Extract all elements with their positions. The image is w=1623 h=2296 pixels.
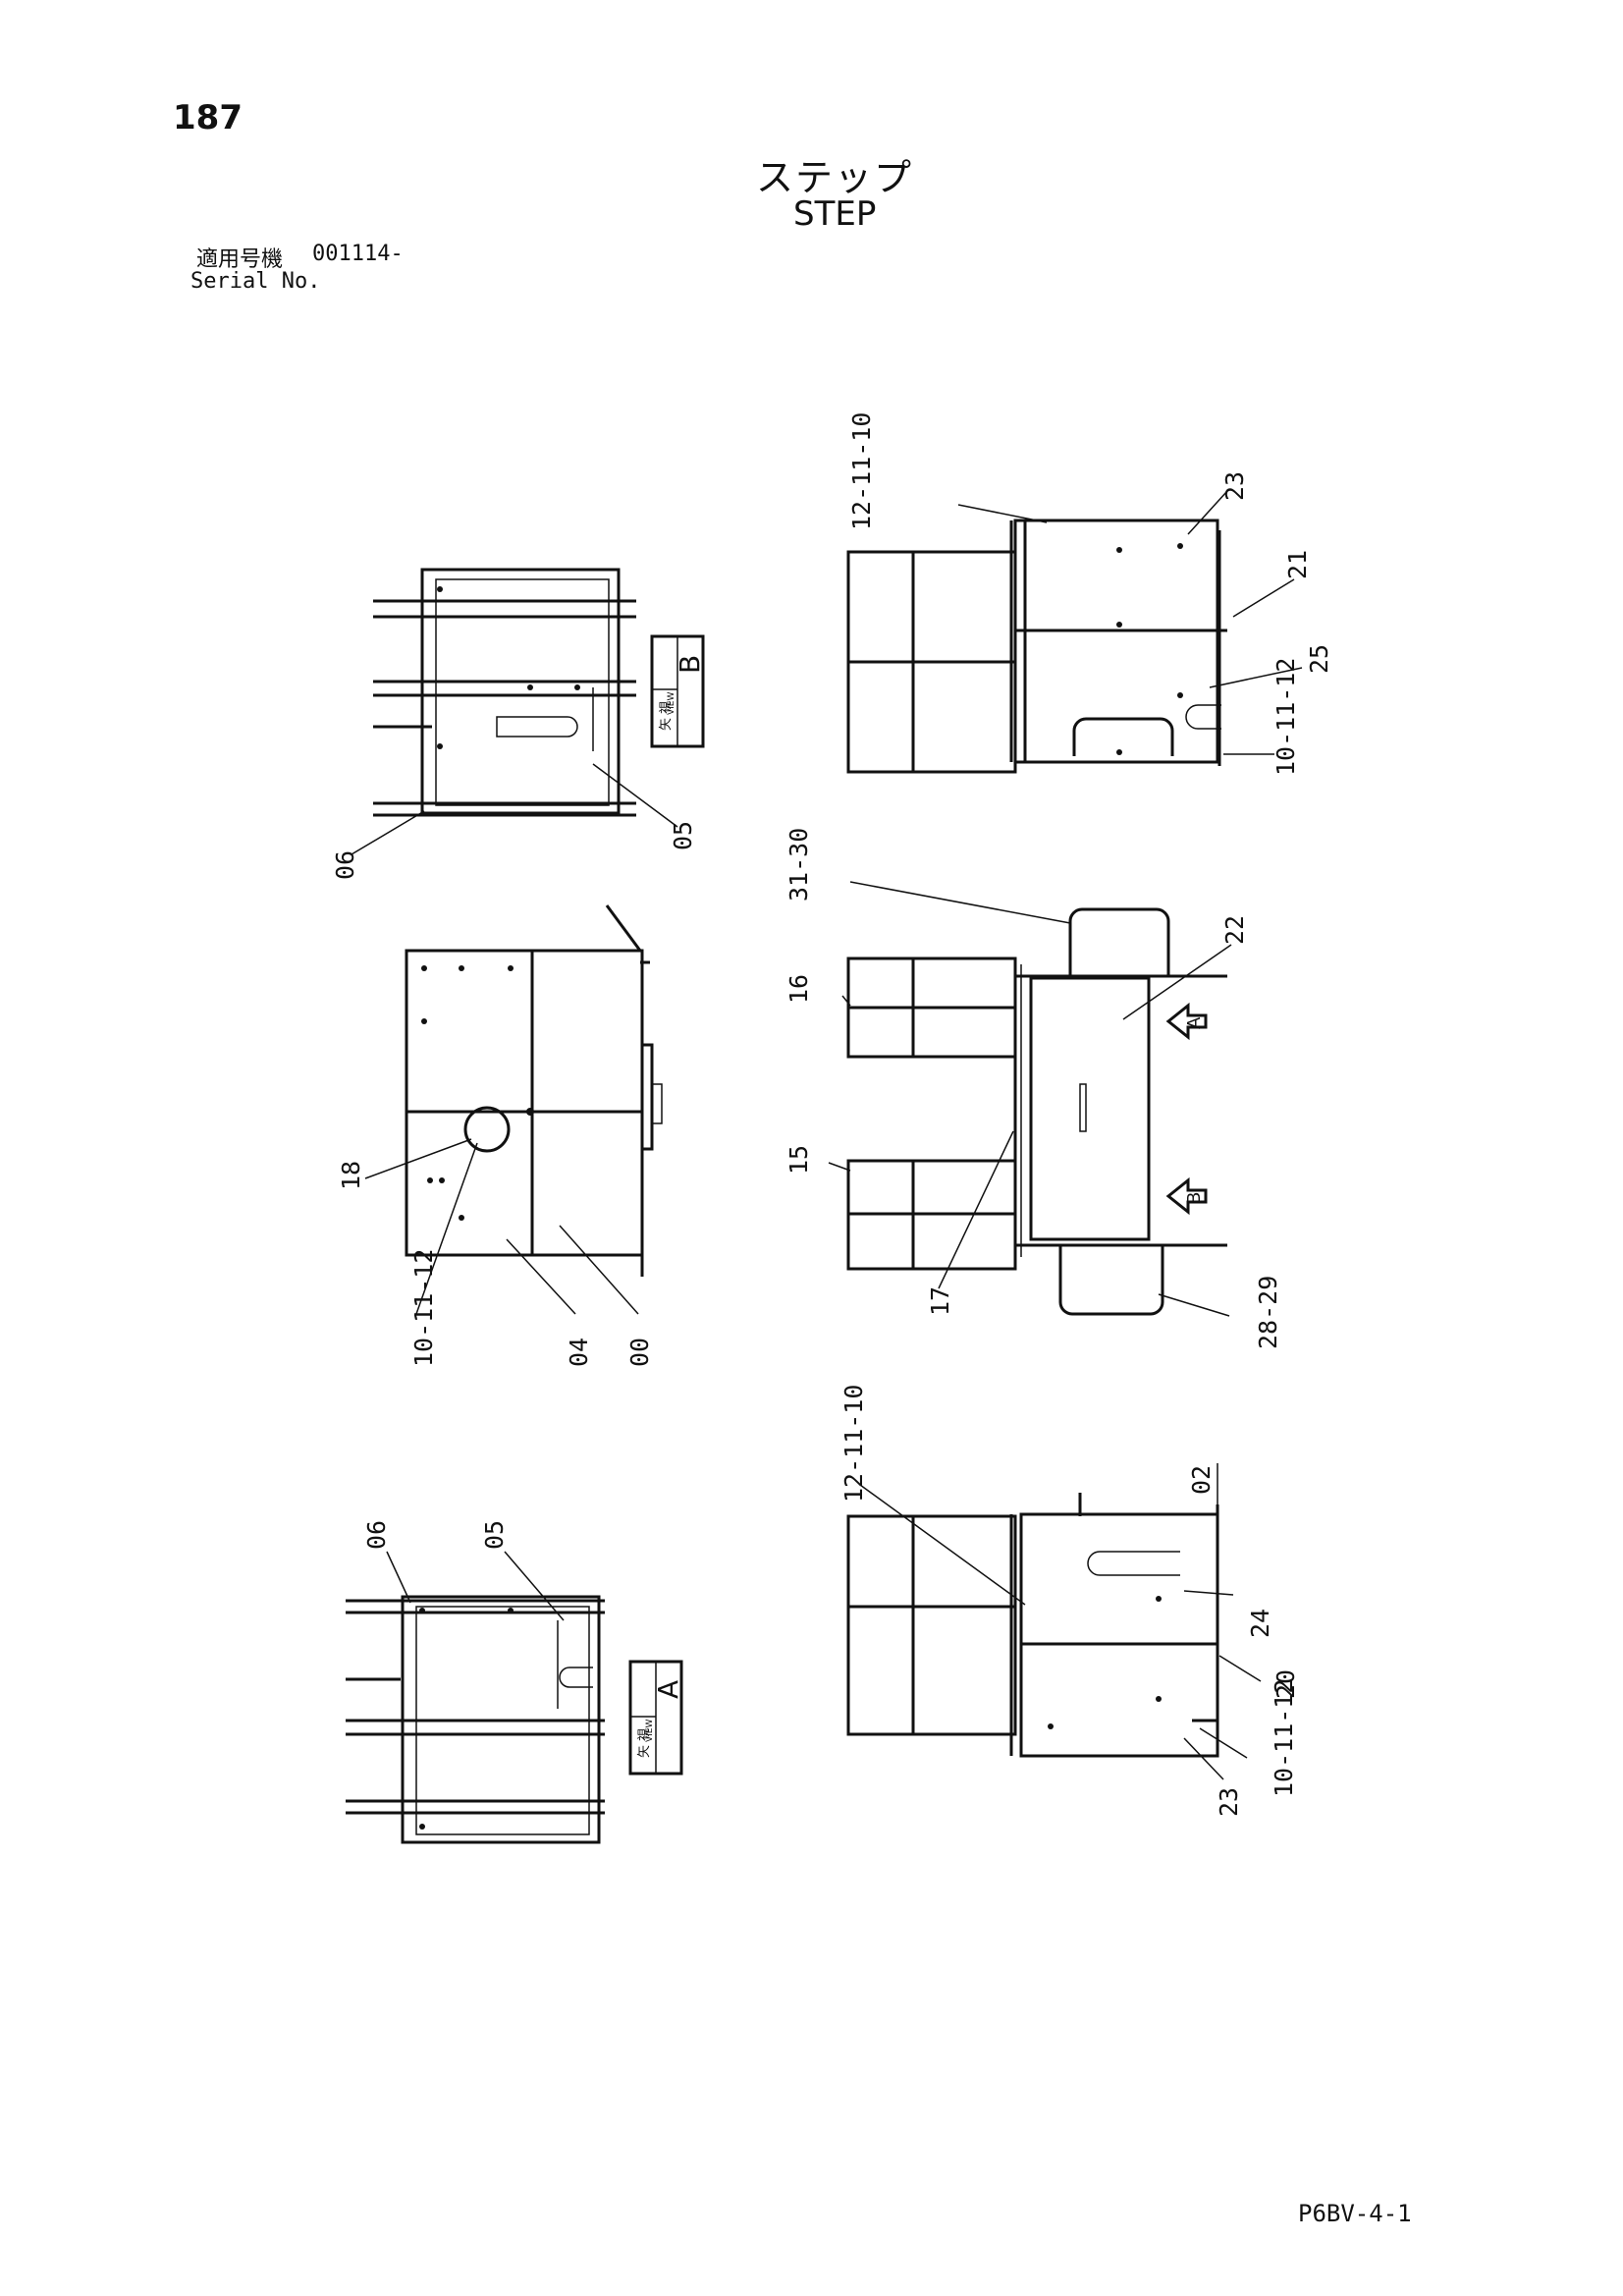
side-view-top [846, 519, 1227, 774]
view-b-small: VIEW [667, 692, 676, 715]
serial-label-english: Serial No. [190, 269, 321, 294]
serial-label-japanese: 適用号機 [196, 247, 284, 272]
callout-16: 16 [784, 974, 813, 1004]
view-b-letter: B [674, 655, 706, 674]
callout-06-viewb: 06 [331, 850, 359, 880]
callout-17: 17 [926, 1286, 954, 1316]
drawing-code: P6BV-4-1 [1298, 2200, 1412, 2227]
serial-number-value: 001114- [312, 242, 404, 266]
title-japanese: ステップ [756, 156, 914, 199]
front-view: A B [846, 907, 1227, 1316]
callout-25: 25 [1305, 644, 1333, 674]
arrow-b-letter: B [1184, 1192, 1205, 1204]
callout-22: 22 [1220, 915, 1249, 945]
view-b-kanji: 矢 視 [659, 701, 674, 731]
title-english: STEP [793, 194, 877, 234]
callout-10-11-12-mid: 10-11-12 [409, 1249, 438, 1367]
callout-23-bottom: 23 [1215, 1787, 1243, 1817]
callout-31-30: 31-30 [784, 828, 813, 902]
view-a-letter: A [652, 1680, 684, 1699]
callout-02: 02 [1187, 1465, 1216, 1495]
callout-18: 18 [337, 1161, 365, 1190]
view-a-label: 矢 視 VIEW A [628, 1660, 684, 1776]
callout-20: 20 [1271, 1669, 1300, 1699]
arrow-a-letter: A [1184, 1016, 1205, 1029]
callout-05-viewb: 05 [669, 821, 697, 850]
leader-lines [351, 490, 1303, 1780]
top-view-plate [405, 904, 663, 1277]
callout-10-11-12-top: 10-11-12 [1271, 658, 1300, 776]
side-view-bottom [846, 1493, 1219, 1758]
callout-28-29: 28-29 [1254, 1276, 1282, 1349]
callout-00: 00 [625, 1338, 654, 1367]
callout-15: 15 [784, 1145, 813, 1175]
callout-05-viewa: 05 [480, 1520, 509, 1550]
view-a-kanji: 矢 視 [637, 1728, 652, 1758]
callout-labels: 12-11-10 23 21 25 10-11-12 06 05 31-30 2… [331, 412, 1333, 1817]
view-b-label: 矢 視 VIEW B [650, 634, 706, 748]
callout-06-viewa: 06 [362, 1520, 391, 1550]
view-b-drawing [373, 568, 636, 817]
callout-23-top: 23 [1220, 471, 1249, 501]
page-number: 187 [173, 98, 243, 137]
callout-21: 21 [1283, 550, 1312, 579]
view-a-small: VIEW [645, 1720, 655, 1742]
callout-12-11-10-bottom: 12-11-10 [839, 1385, 868, 1503]
callout-04: 04 [565, 1338, 593, 1367]
callout-10-11-12-bottom: 10-11-12 [1270, 1679, 1298, 1797]
view-a-drawing [346, 1595, 605, 1844]
callout-12-11-10-top: 12-11-10 [847, 412, 876, 530]
callout-24: 24 [1246, 1609, 1274, 1638]
